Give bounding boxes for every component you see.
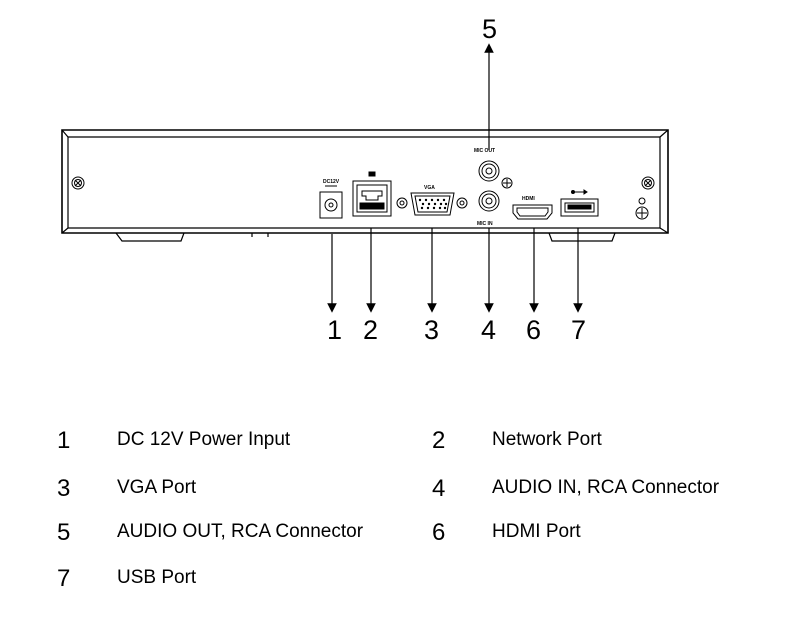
legend-label: USB Port	[117, 567, 197, 588]
audio-out-rca-port: MIC OUT	[474, 148, 500, 182]
legend-item-4: 4 AUDIO IN, RCA Connector	[432, 475, 719, 503]
vga-port: VGA	[396, 185, 468, 216]
vga-port-marking: VGA	[424, 185, 435, 191]
usb-port	[560, 189, 599, 217]
hdmi-port-marking: HDMI	[522, 196, 535, 202]
legend-item-1: 1 DC 12V Power Input	[57, 427, 290, 455]
rear-panel-diagram: DC12V VGA MIC OUT	[61, 14, 669, 345]
legend-label: HDMI Port	[492, 521, 581, 542]
legend-number: 1	[57, 427, 71, 454]
callout-number-1: 1	[327, 315, 342, 345]
legend-item-7: 7 USB Port	[57, 565, 196, 593]
legend-number: 3	[57, 475, 71, 502]
callout-number-2: 2	[363, 315, 378, 345]
audio-in-rca-port: MIC IN	[477, 177, 513, 227]
power-port-marking: DC12V	[323, 179, 340, 185]
legend-label: AUDIO IN, RCA Connector	[492, 477, 720, 498]
legend-label: DC 12V Power Input	[117, 429, 291, 450]
legend-label: AUDIO OUT, RCA Connector	[117, 521, 364, 542]
legend-label: Network Port	[492, 429, 602, 450]
callout-number-4: 4	[481, 315, 496, 345]
ground-terminal-icon	[635, 197, 649, 220]
callout-number-7: 7	[571, 315, 586, 345]
callout-number-5: 5	[482, 14, 497, 44]
mic-out-marking: MIC OUT	[474, 148, 495, 154]
device-chassis	[61, 129, 669, 242]
legend-number: 2	[432, 427, 446, 454]
legend-item-5: 5 AUDIO OUT, RCA Connector	[57, 519, 363, 547]
legend-number: 7	[57, 565, 71, 592]
right-screw-icon	[641, 176, 655, 190]
left-screw-icon	[71, 176, 85, 190]
dc-power-port: DC12V	[319, 179, 343, 219]
callout-number-3: 3	[424, 315, 439, 345]
legend-number: 5	[57, 519, 71, 546]
legend-number: 6	[432, 519, 446, 546]
callout-number-6: 6	[526, 315, 541, 345]
legend-label: VGA Port	[117, 477, 197, 498]
legend-item-3: 3 VGA Port	[57, 475, 196, 503]
legend-number: 4	[432, 475, 446, 502]
legend-item-6: 6 HDMI Port	[432, 519, 581, 547]
legend-item-2: 2 Network Port	[432, 427, 602, 455]
mic-in-marking: MIC IN	[477, 221, 493, 227]
hdmi-port: HDMI	[512, 196, 553, 220]
network-port	[352, 171, 392, 217]
